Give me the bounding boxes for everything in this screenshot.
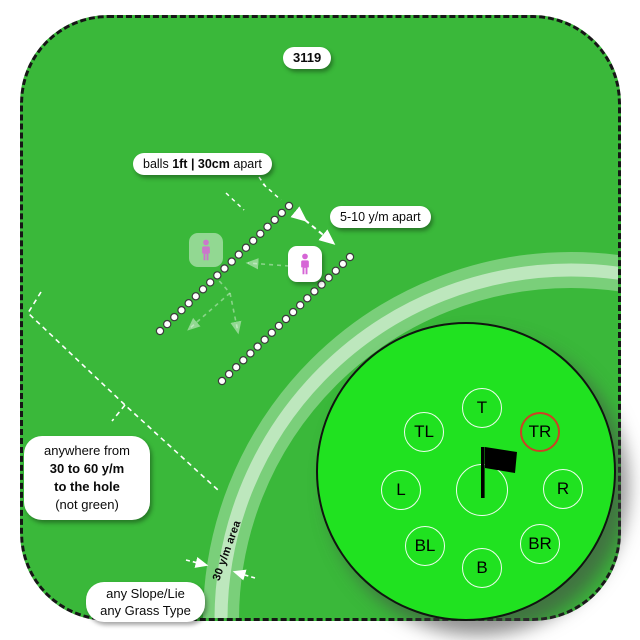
zone-line-3: to the hole [54, 479, 120, 494]
ball-spacing-suffix: apart [229, 157, 262, 171]
drill-number: 3119 [293, 50, 322, 65]
row-spacing-text: 5-10 y/m apart [340, 210, 421, 224]
ball-spacing-label: balls 1ft | 30cm apart [133, 153, 272, 175]
surface-conditions-label: any Slope/Lie any Grass Type [86, 582, 205, 622]
zone-line-1: anywhere from [44, 443, 130, 458]
drill-number-badge: 3119 [283, 47, 332, 69]
player-position-faded [189, 233, 223, 267]
row-spacing-label: 5-10 y/m apart [330, 206, 431, 228]
player-position [288, 246, 322, 282]
radius-band-arc [203, 252, 618, 618]
zone-line-2: 30 to 60 y/m [49, 461, 125, 476]
ball-spacing-prefix: balls [143, 157, 173, 171]
hitting-zone-label: anywhere from 30 to 60 y/m to the hole (… [24, 436, 150, 520]
putting-green [316, 322, 616, 621]
person-icon [202, 239, 210, 260]
ball-spacing-value: 1ft | 30cm [172, 157, 230, 171]
surface-line-1: any Slope/Lie [106, 586, 185, 601]
person-icon [301, 253, 309, 274]
surface-line-2: any Grass Type [100, 603, 191, 618]
zone-line-4: (not green) [55, 497, 119, 512]
